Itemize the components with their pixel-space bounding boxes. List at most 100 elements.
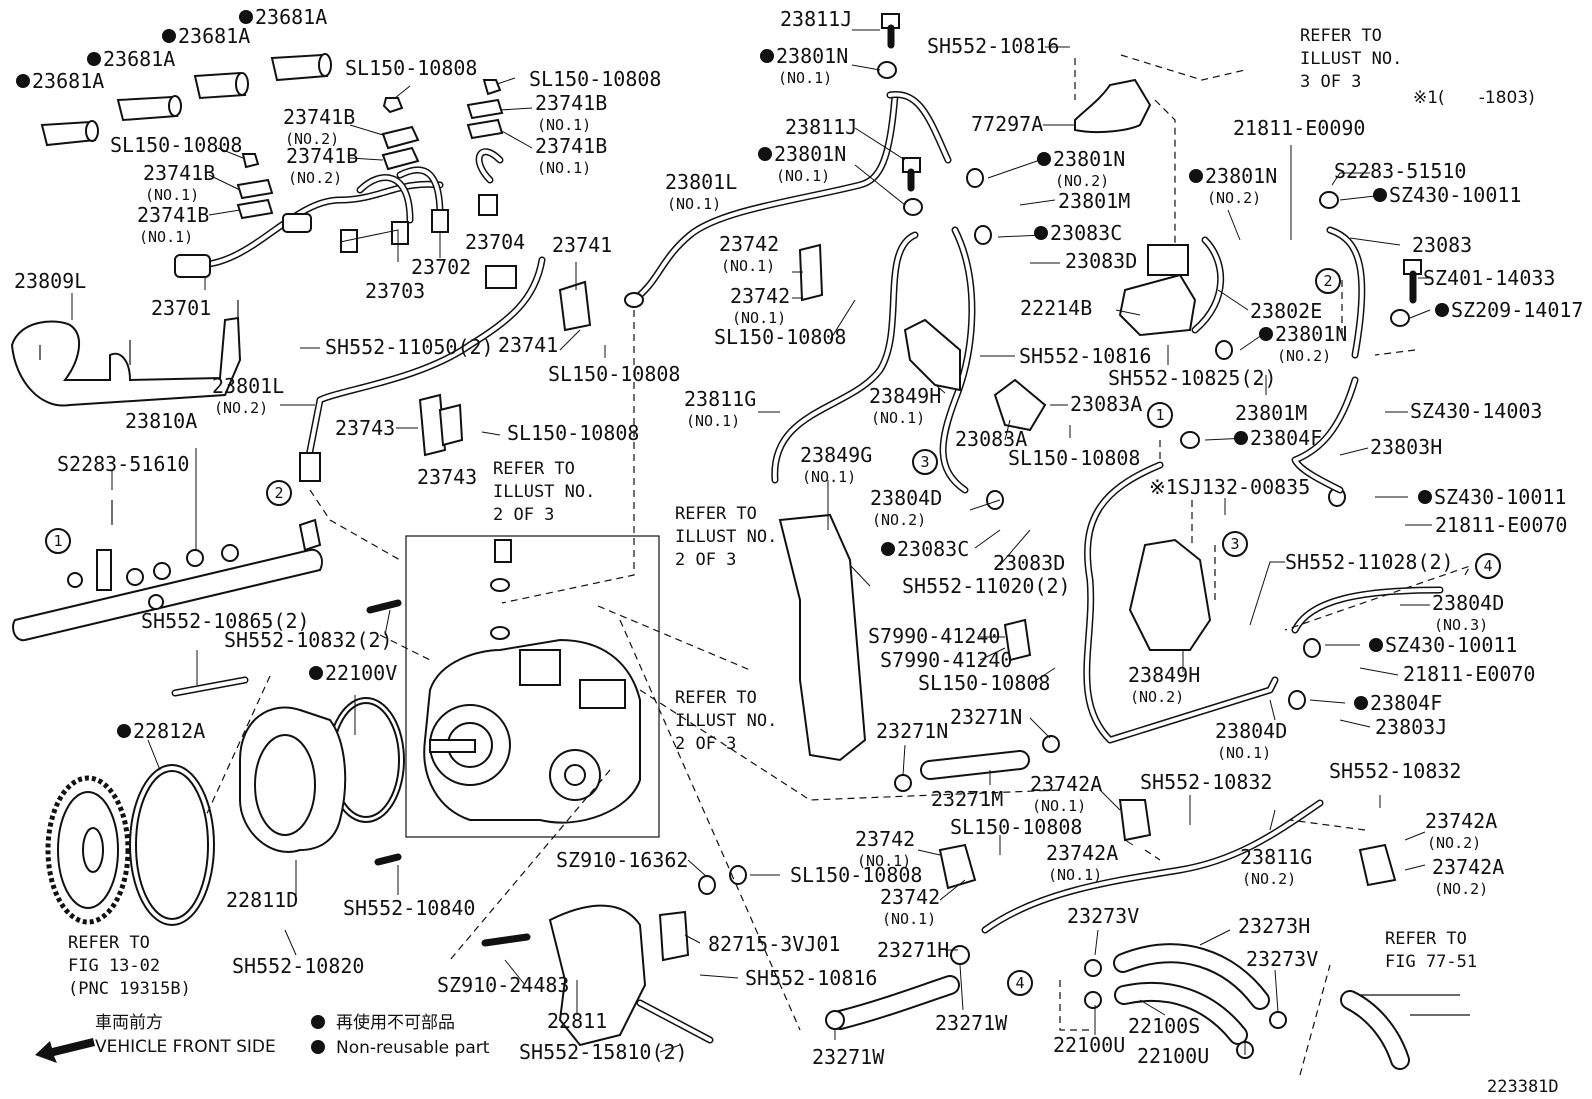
part-label: 23704	[465, 230, 525, 254]
part-number: 23801M	[1058, 189, 1130, 213]
part-qualifier: (NO.2)	[1207, 189, 1261, 207]
part-number: 23804F	[1370, 691, 1442, 715]
part-number: 22100U	[1137, 1044, 1209, 1068]
part-label: 23801N(NO.1)	[758, 142, 846, 185]
refer-to-note: FIG 13-02	[68, 956, 160, 976]
part-number: 23801N	[1053, 147, 1125, 171]
part-label: 23802E	[1250, 299, 1322, 323]
nonreusable-dot-icon	[1234, 431, 1248, 445]
part-label: 23804F	[1234, 426, 1322, 450]
refer-to-note: ILLUST NO.	[1300, 49, 1402, 69]
part-number: 21811-E0070	[1403, 662, 1535, 686]
part-label: 23801N(NO.2)	[1037, 147, 1125, 190]
part-label: 22100U	[1053, 1033, 1125, 1057]
part-label: 23811G(NO.1)	[684, 387, 756, 430]
part-label: SL150-10808	[529, 67, 661, 91]
part-number: SZ209-14017	[1451, 298, 1583, 322]
part-number: 22811D	[226, 888, 298, 912]
part-label: SL150-10808	[548, 362, 680, 386]
part-number: 82715-3VJ01	[708, 932, 840, 956]
part-label: SH552-11050(2)	[325, 335, 494, 359]
part-label: S2283-51510	[1334, 159, 1466, 183]
part-number: 23271N	[950, 705, 1022, 729]
part-number: 23811G	[1240, 845, 1312, 869]
part-label: 77297A	[971, 112, 1043, 136]
refer-to-note: REFER TO	[493, 459, 575, 479]
part-number: SL150-10808	[918, 671, 1050, 695]
part-number: 23743	[417, 465, 477, 489]
svg-text:3: 3	[1230, 535, 1239, 553]
pressure-regulator	[1118, 244, 1197, 337]
refer-to-note: (PNC 19315B)	[68, 979, 191, 999]
part-label: 23703	[365, 279, 425, 303]
svg-text:1: 1	[1155, 406, 1164, 424]
callout-2: 2	[1315, 268, 1341, 294]
part-label: SZ430-10011	[1418, 485, 1566, 509]
part-label: SL150-10808	[790, 863, 922, 887]
part-qualifier: (NO.1)	[686, 412, 740, 430]
nonreusable-dot-icon	[881, 542, 895, 556]
part-number: SH552-10832	[1329, 759, 1461, 783]
part-label: SH552-10832	[1329, 759, 1461, 783]
part-label: SZ430-14003	[1410, 399, 1542, 423]
part-label: SL150-10808	[110, 133, 242, 157]
nonreusable-en: Non-reusable part	[336, 1038, 490, 1058]
refer-to-note: FIG 77-51	[1385, 952, 1477, 972]
part-label: SH552-10816	[745, 966, 877, 990]
refer-to-note: 2 OF 3	[675, 734, 736, 754]
part-number: 23801N	[1275, 322, 1347, 346]
part-number: SH552-10816	[1019, 344, 1151, 368]
part-number: 23741B	[137, 203, 209, 227]
part-qualifier: (NO.1)	[537, 159, 591, 177]
part-label: SH552-10832	[1140, 770, 1272, 794]
part-number: SL150-10808	[950, 815, 1082, 839]
nozzle-cap	[193, 71, 249, 100]
part-label: 23083	[1412, 233, 1472, 257]
part-label: SH552-10865(2)	[141, 609, 310, 633]
nonreusable-dot-icon	[1037, 152, 1051, 166]
part-label: 22100S	[1128, 1014, 1200, 1038]
svg-text:1: 1	[53, 532, 62, 550]
part-qualifier: (NO.1)	[882, 910, 936, 928]
part-qualifier: (NO.1)	[139, 228, 193, 246]
nonreusable-dot-icon	[1189, 169, 1203, 183]
part-label: 23741B(NO.2)	[286, 144, 358, 187]
part-number: 23809L	[14, 269, 86, 293]
front-side-jp: 車両前方	[95, 1013, 163, 1033]
part-label: 23849H(NO.2)	[1128, 663, 1200, 706]
part-number: 23804D	[1215, 719, 1287, 743]
part-label: 23742(NO.1)	[880, 885, 940, 928]
part-number: SH552-11020(2)	[902, 574, 1071, 598]
part-number: 23083C	[897, 537, 969, 561]
part-label: 22811D	[226, 888, 298, 912]
part-label: 23801L(NO.2)	[212, 374, 284, 417]
part-number: 23083A	[955, 427, 1027, 451]
part-number: 23681A	[178, 24, 250, 48]
part-qualifier: (NO.1)	[871, 409, 925, 427]
part-number: 22100U	[1053, 1033, 1125, 1057]
part-number: 23802E	[1250, 299, 1322, 323]
part-number: 23741B	[535, 134, 607, 158]
part-label: 22811	[547, 1009, 607, 1033]
part-label: 23681A	[16, 69, 104, 93]
part-number: 23810A	[125, 409, 197, 433]
part-number: 23681A	[255, 5, 327, 29]
part-label: 22100U	[1137, 1044, 1209, 1068]
part-label: 23849H(NO.1)	[869, 384, 941, 427]
part-label: SH552-10832(2)	[224, 628, 393, 652]
part-label: 23271W	[812, 1045, 885, 1069]
callout-1: 1	[1147, 402, 1173, 428]
part-number: 23741	[498, 333, 558, 357]
part-label: 21811-E0070	[1403, 662, 1535, 686]
part-qualifier: (NO.2)	[872, 511, 926, 529]
svg-text:4: 4	[1015, 974, 1024, 992]
nonreusable-jp: 再使用不可部品	[336, 1012, 455, 1033]
callout-3: 3	[912, 449, 938, 475]
part-number: SL150-10808	[110, 133, 242, 157]
part-number: 23801N	[774, 142, 846, 166]
part-number: 23804D	[1432, 591, 1504, 615]
part-number: SL150-10808	[790, 863, 922, 887]
part-number: 23849H	[869, 384, 941, 408]
part-label: S7990-41240	[868, 624, 1000, 648]
